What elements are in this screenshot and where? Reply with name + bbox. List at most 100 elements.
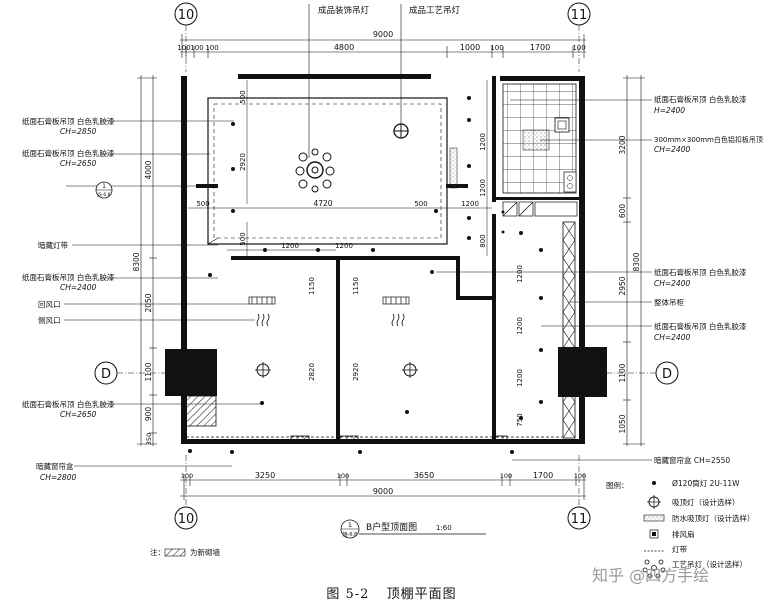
grid-axis-10-top: 10 [174, 2, 198, 72]
left-annotation-5: 回风口 [38, 300, 61, 309]
svg-text:CH=2400: CH=2400 [654, 333, 690, 342]
note-label: 注： [150, 547, 165, 557]
dimension-right [623, 75, 645, 446]
dim-inner: 1200 [335, 242, 353, 250]
svg-text:CH=2400: CH=2400 [60, 283, 96, 292]
legend-item-label: 排风扇 [672, 529, 695, 539]
svg-text:1: 1 [348, 521, 352, 529]
cabinet-strip [562, 221, 576, 439]
window-curtain-box-right [558, 347, 607, 397]
right-annotation-4: 整体吊柜 [654, 297, 684, 307]
dim-bottom-part: 100 [574, 472, 586, 480]
return-air-vent [248, 296, 410, 305]
dim-inner: 1200 [516, 369, 524, 387]
window-curtain-box-left [165, 349, 217, 427]
dim-top-part: 100 [177, 44, 190, 52]
dim-top-part: 100 [205, 44, 218, 52]
svg-text:1: 1 [102, 183, 106, 190]
svg-text:CH=2650: CH=2650 [60, 159, 96, 168]
legend-item-label: 防水吸顶灯（设计选样） [672, 513, 755, 523]
svg-text:JS-6.8: JS-6.8 [97, 192, 111, 198]
dim-inner: 500 [239, 90, 247, 103]
dim-bottom-part: 3650 [414, 471, 434, 480]
svg-text:CH=2850: CH=2850 [60, 127, 96, 136]
grid-axis-d-right: D [606, 361, 679, 385]
dim-left: 900 [144, 407, 153, 422]
dim-inner: 750 [516, 413, 524, 426]
ceiling-lamps-bedroom [255, 362, 418, 378]
dim-inner: 800 [479, 234, 487, 247]
dim-bottom-part: 1700 [533, 471, 553, 480]
right-annotations [436, 99, 652, 461]
dim-inner: 500 [239, 232, 247, 245]
svg-text:纸面石膏板吊顶 白色乳胶漆: 纸面石膏板吊顶 白色乳胶漆 [654, 94, 747, 104]
side-air-vent [256, 313, 405, 327]
dim-inner: 1200 [281, 242, 299, 250]
svg-text:纸面石膏板吊顶 白色乳胶漆: 纸面石膏板吊顶 白色乳胶漆 [654, 267, 747, 277]
left-annotation-1: 纸面石膏板吊顶 白色乳胶漆 CH=2850 [22, 116, 115, 136]
grid-axis-11-top: 11 [567, 2, 591, 72]
svg-text:D: D [101, 367, 111, 382]
legend-title: 图例： [606, 480, 629, 490]
exhaust-fan-icon [649, 529, 659, 539]
dim-right: 1050 [618, 414, 627, 433]
right-annotation-6: 暗藏窗帘盒 CH=2550 [654, 455, 730, 465]
downlight-icon [652, 481, 656, 485]
dim-top-part: 100 [190, 44, 203, 52]
dim-top-part: 1700 [530, 43, 550, 52]
svg-text:纸面石膏板吊顶 白色乳胶漆: 纸面石膏板吊顶 白色乳胶漆 [22, 148, 115, 158]
downlights-kitchen [501, 210, 543, 420]
dim-bottom-part: 3250 [255, 471, 275, 480]
left-annotation-2: 纸面石膏板吊顶 白色乳胶漆 CH=2650 [22, 148, 115, 168]
svg-text:CH=2800: CH=2800 [40, 473, 76, 482]
dimension-left [137, 75, 157, 446]
dim-inner: 1200 [461, 200, 479, 208]
aluminum-gusset-ceiling [502, 83, 577, 194]
dim-inner: 1150 [308, 277, 316, 295]
svg-text:300mm×300mm白色铝扣板吊顶: 300mm×300mm白色铝扣板吊顶 [654, 135, 763, 144]
svg-text:CH=2400: CH=2400 [654, 279, 690, 288]
dim-right: 8300 [632, 252, 641, 271]
dim-inner: 1200 [479, 133, 487, 151]
svg-text:纸面石膏板吊顶 白色乳胶漆: 纸面石膏板吊顶 白色乳胶漆 [22, 116, 115, 126]
left-annotation-6: 侧风口 [38, 315, 61, 325]
legend-item-label: 工艺吊灯（设计选样） [672, 559, 747, 569]
svg-text:纸面石膏板吊顶 白色乳胶漆: 纸面石膏板吊顶 白色乳胶漆 [654, 321, 747, 331]
dim-right: 600 [618, 204, 627, 219]
ceiling-lamp-icon [647, 495, 661, 509]
dim-left: 2050 [144, 293, 153, 312]
dim-left: 4000 [144, 160, 153, 179]
kitchen-counter-top [502, 201, 578, 217]
dim-bottom-part: 100 [181, 472, 193, 480]
grid-axis-11-bottom: 11 [567, 455, 591, 530]
dim-right: 3200 [618, 135, 627, 154]
right-annotation-1: 纸面石膏板吊顶 白色乳胶漆 H=2400 [654, 94, 747, 115]
legend-item-label: Ø120筒灯 2U-11W [672, 478, 740, 488]
left-annotation-4: 纸面石膏板吊顶 白色乳胶漆 CH=2400 [22, 272, 115, 292]
svg-text:10: 10 [178, 512, 195, 527]
left-annotation-8: 暗藏窗帘盒 CH=2800 [36, 461, 76, 482]
plan-scale: 1:60 [436, 524, 452, 532]
section-marker-right [446, 147, 468, 189]
svg-text:纸面石膏板吊顶 白色乳胶漆: 纸面石膏板吊顶 白色乳胶漆 [22, 272, 115, 282]
svg-text:H=2400: H=2400 [654, 106, 685, 115]
svg-text:D: D [662, 367, 672, 382]
drawing-title-marker: 1 施-6.8 [340, 519, 486, 539]
section-marker: 1 JS-6.8 [66, 181, 218, 199]
decorative-pendant-lamp [295, 148, 335, 193]
note-text: 为新砌墙 [190, 547, 220, 557]
svg-text:CH=2400: CH=2400 [654, 145, 690, 154]
dim-inner: 1150 [352, 277, 360, 295]
figure-caption: 图 5-2 顶棚平面图 [0, 583, 783, 602]
bottom-markers [188, 449, 514, 454]
dim-left: 1100 [144, 362, 153, 381]
svg-text:11: 11 [571, 512, 588, 527]
dim-inner: 2920 [352, 363, 360, 381]
dim-inner: 500 [414, 200, 427, 208]
legend-item-label: 吸顶灯（设计选样） [672, 497, 740, 507]
craft-pendant-icon [642, 559, 666, 579]
svg-text:纸面石膏板吊顶 白色乳胶漆: 纸面石膏板吊顶 白色乳胶漆 [22, 399, 115, 409]
dim-inner: 4720 [313, 199, 332, 208]
right-annotation-2: 300mm×300mm白色铝扣板吊顶 CH=2400 [654, 135, 763, 154]
figure-title: 顶棚平面图 [386, 587, 457, 602]
